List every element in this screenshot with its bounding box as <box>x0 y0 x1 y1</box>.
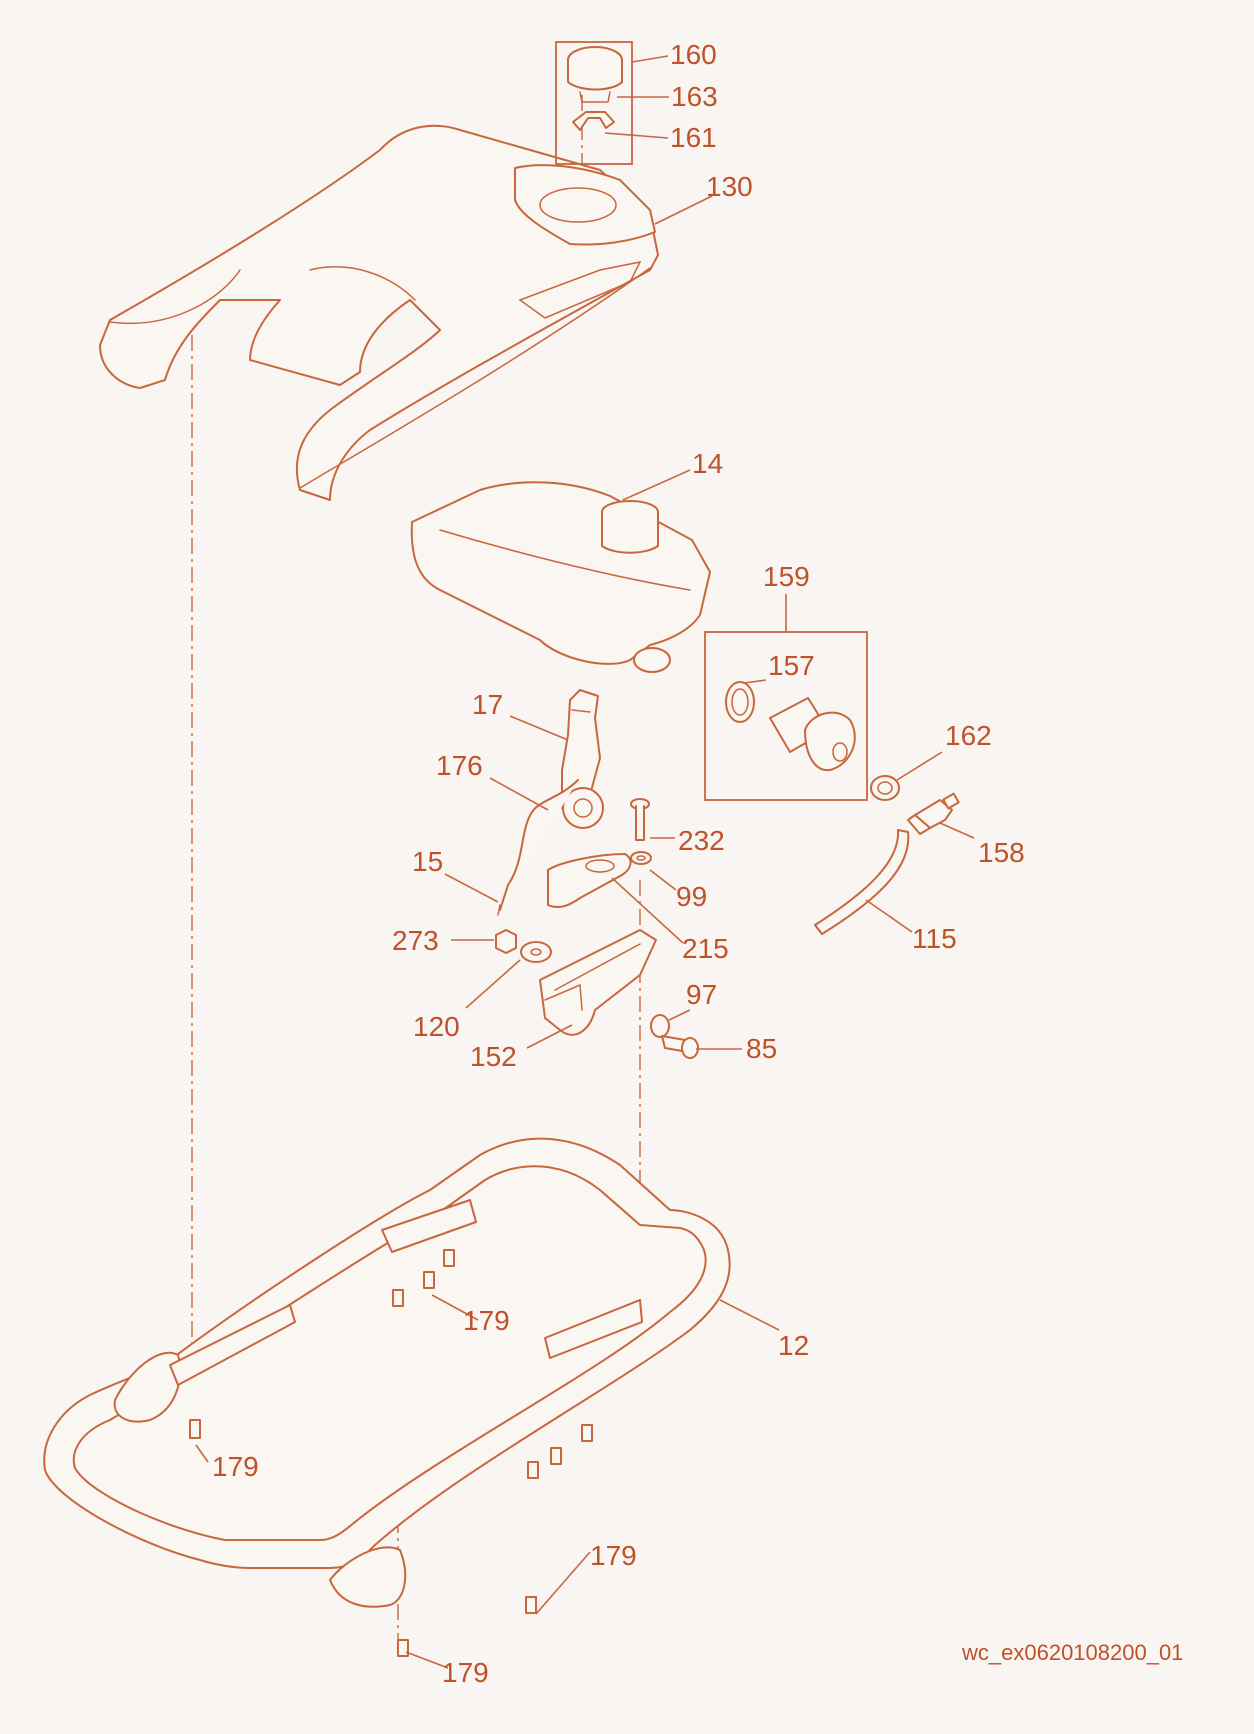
callout-159: 159 <box>763 561 810 592</box>
callout-14: 14 <box>692 448 723 479</box>
drawing-reference-code: wc_ex0620108200_01 <box>961 1640 1183 1665</box>
callout-176: 176 <box>436 750 483 781</box>
callout-17: 17 <box>472 689 503 720</box>
callout-179-bottom: 179 <box>442 1657 489 1688</box>
callout-115: 115 <box>912 923 957 954</box>
callout-99: 99 <box>676 881 707 912</box>
callout-97: 97 <box>686 979 717 1010</box>
callout-15: 15 <box>412 846 443 877</box>
seal-ring-157 <box>725 681 755 723</box>
callout-12: 12 <box>778 1330 809 1361</box>
fuel-hose-115 <box>814 829 910 935</box>
callout-232: 232 <box>678 825 725 856</box>
callout-163: 163 <box>671 81 718 112</box>
bolt-232 <box>630 798 650 841</box>
callout-130: 130 <box>706 171 753 202</box>
nut-273 <box>495 929 517 954</box>
fuel-filter-kit <box>704 631 868 801</box>
leader-lines <box>195 55 975 1669</box>
bracket-152 <box>539 929 657 1036</box>
fuel-valve-158 <box>907 792 960 835</box>
washer-120 <box>520 941 552 963</box>
callout-161: 161 <box>670 122 717 153</box>
frame-12 <box>43 1137 731 1608</box>
callout-273: 273 <box>392 925 439 956</box>
washer-97 <box>650 1014 670 1038</box>
bolt-85 <box>661 1035 699 1059</box>
fuel-cap-assembly <box>555 41 633 165</box>
callout-152: 152 <box>470 1041 517 1072</box>
callout-179-center: 179 <box>463 1305 510 1336</box>
callout-162: 162 <box>945 720 992 751</box>
callout-157: 157 <box>768 650 815 681</box>
callout-160: 160 <box>670 39 717 70</box>
screws-179-group <box>189 1249 593 1657</box>
callout-labels: 160 163 161 130 14 159 157 162 158 115 1… <box>212 39 1025 1688</box>
callout-85: 85 <box>746 1033 777 1064</box>
callout-215: 215 <box>682 933 729 964</box>
callout-158: 158 <box>978 837 1025 868</box>
throttle-lever-assembly <box>497 689 604 916</box>
callout-179-left: 179 <box>212 1451 259 1482</box>
callout-179-right: 179 <box>590 1540 637 1571</box>
top-cover <box>99 124 659 501</box>
plate-215 <box>547 853 632 908</box>
callout-120: 120 <box>413 1011 460 1042</box>
grommet-162 <box>870 775 900 801</box>
washer-99 <box>630 851 652 865</box>
fuel-tank <box>410 481 711 673</box>
